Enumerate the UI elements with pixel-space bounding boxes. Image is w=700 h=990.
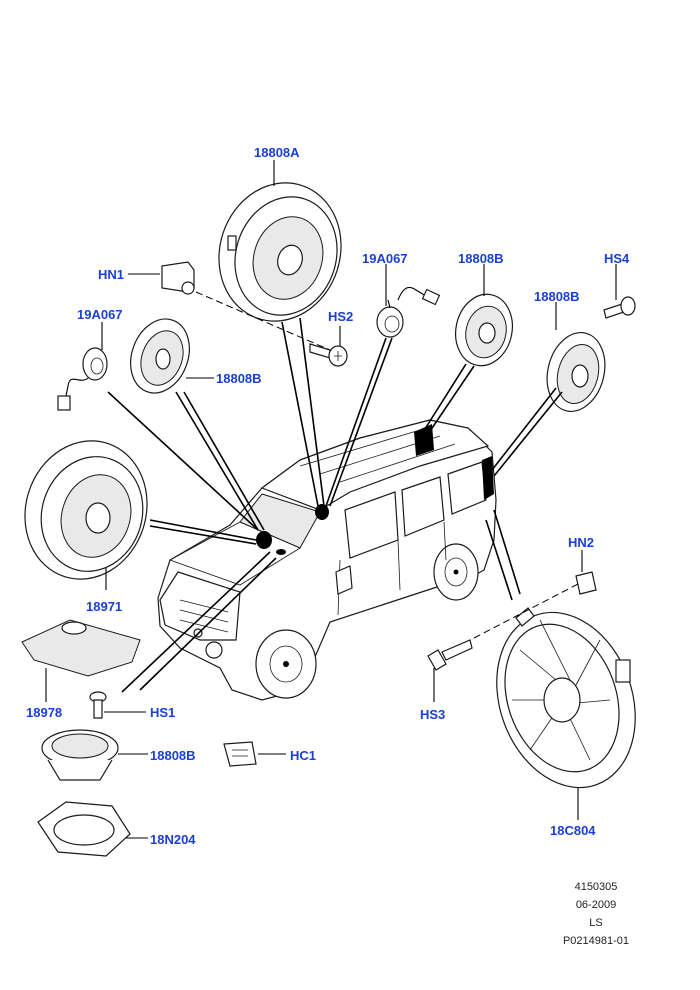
callout-HN2: HN2: [568, 535, 594, 550]
subwoofer-18C804: [496, 607, 636, 789]
callout-HS3: HS3: [420, 707, 445, 722]
reference-block: 4150305 06-2009 LS P0214981-01: [563, 881, 629, 947]
screw-HS1: [89, 691, 107, 719]
callout-18N204: 18N204: [150, 832, 196, 847]
reference-drawing-id: P0214981-01: [563, 935, 629, 947]
callout-19A067-left: 19A067: [77, 307, 123, 322]
callout-HS4: HS4: [604, 251, 630, 266]
reference-number: 4150305: [575, 881, 618, 893]
callout-18808B-top: 18808B: [458, 251, 504, 266]
callout-18808B-left: 18808B: [216, 371, 262, 386]
callout-HN1: HN1: [98, 267, 124, 282]
speaker-18808B-right: [546, 332, 606, 412]
cover-18978: [21, 619, 141, 677]
callout-19A067-top: 19A067: [362, 251, 408, 266]
callout-18C804: 18C804: [550, 823, 596, 838]
tweeter-19A067-top: [376, 286, 441, 338]
callout-18808A: 18808A: [254, 145, 300, 160]
reference-code: LS: [589, 917, 602, 929]
screw-HS4: [603, 296, 636, 319]
nut-HN1: [161, 261, 195, 295]
speaker-18808B-bottom: [41, 729, 119, 781]
leader-lines: [45, 160, 617, 839]
reference-date: 06-2009: [576, 899, 616, 911]
tweeter-19A067-left: [57, 347, 108, 411]
callout-18978: 18978: [26, 705, 62, 720]
callout-HS1: HS1: [150, 705, 175, 720]
nut-HN2: [575, 571, 597, 595]
callout-HS2: HS2: [328, 309, 353, 324]
speaker-18808A: [218, 182, 342, 322]
callout-18808B-bottom: 18808B: [150, 748, 196, 763]
callout-18808B-right: 18808B: [534, 289, 580, 304]
bolt-HS3: [427, 639, 473, 671]
callout-HC1: HC1: [290, 748, 316, 763]
speaker-18808B-left: [130, 318, 190, 394]
callout-labels: 18808A HN1 19A067 18808B HS4 19A067 HS2 …: [26, 145, 630, 847]
callout-18971: 18971: [86, 599, 122, 614]
adaptor-18N204: [37, 801, 131, 857]
vehicle-illustration: [157, 419, 497, 701]
speaker-18808B-top: [455, 293, 513, 367]
speaker-18971: [24, 440, 148, 580]
clip-HC1: [223, 741, 257, 767]
screw-HS2: [309, 343, 348, 367]
